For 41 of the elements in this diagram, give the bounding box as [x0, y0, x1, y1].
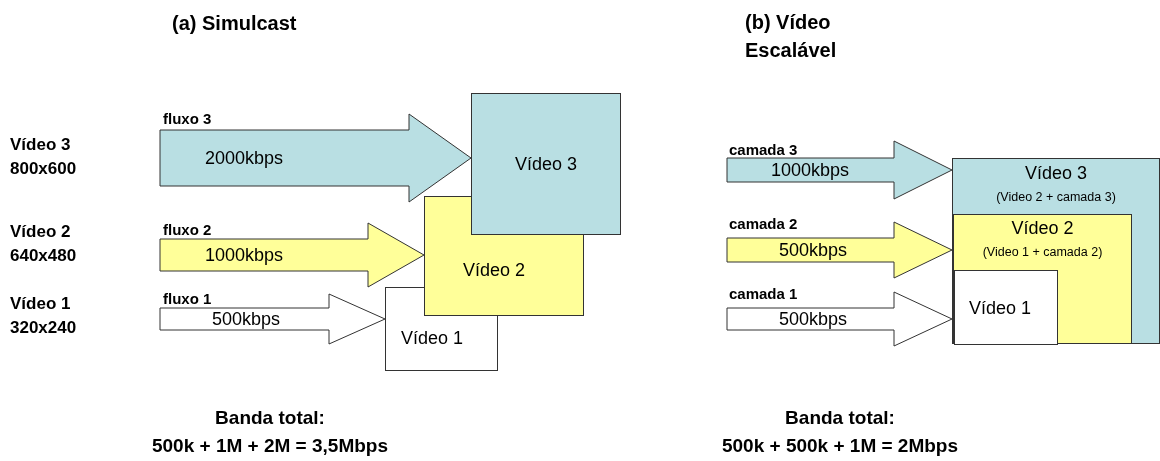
video-title: Vídeo 1: [401, 327, 464, 350]
bitrate-label: 2000kbps: [205, 148, 284, 168]
video-title: Vídeo 3: [1023, 162, 1089, 185]
video-title: Vídeo 2: [463, 259, 526, 282]
panel-heading: (a) Simulcast: [172, 11, 298, 36]
video-title: Vídeo 1: [969, 297, 1032, 320]
block-arrow: [726, 291, 953, 347]
bitrate-label: 500kbps: [779, 240, 848, 260]
video-frame: [953, 214, 1132, 344]
bandwidth-note: 500k + 1M + 2M = 3,5Mbps: [150, 434, 389, 458]
block-arrow: [726, 140, 953, 200]
bitrate-label: 1000kbps: [205, 245, 284, 265]
bandwidth-note: Banda total:: [784, 406, 896, 430]
composition-note: (Video 2 + camada 3): [995, 189, 1117, 205]
layer-label: camada 3: [729, 142, 799, 158]
block-arrow: [159, 222, 425, 288]
video-frame: [385, 315, 498, 371]
video-frame: [954, 270, 1058, 345]
bandwidth-note: 500k + 500k + 1M = 2Mbps: [720, 434, 960, 458]
block-arrow: [159, 113, 472, 203]
layer-label: camada 2: [729, 216, 799, 232]
video-title: Vídeo 3: [513, 153, 579, 176]
bandwidth-note: Banda total:: [214, 406, 326, 430]
block-arrow: [159, 293, 386, 345]
bitrate-label: 500kbps: [212, 309, 281, 329]
bitrate-label: 500kbps: [779, 309, 848, 329]
resolution-label: Vídeo 3 800x600: [10, 134, 78, 180]
stream-label: fluxo 1: [163, 291, 213, 307]
stream-label: fluxo 2: [163, 222, 213, 238]
block-arrow: [726, 221, 953, 279]
video-frame: [471, 93, 621, 235]
stream-label: fluxo 3: [163, 111, 213, 127]
layer-label: camada 1: [729, 286, 799, 302]
panel-heading: (b) Vídeo Escalável: [745, 10, 838, 63]
resolution-label: Vídeo 2 640x480: [10, 221, 78, 267]
composition-note: (Video 1 + camada 2): [981, 244, 1104, 260]
video-frame: [952, 158, 1160, 344]
resolution-label: Vídeo 1 320x240: [10, 293, 78, 339]
video-frame: [424, 234, 584, 316]
video-title: Vídeo 2: [1010, 217, 1075, 240]
bitrate-label: 1000kbps: [771, 160, 850, 180]
